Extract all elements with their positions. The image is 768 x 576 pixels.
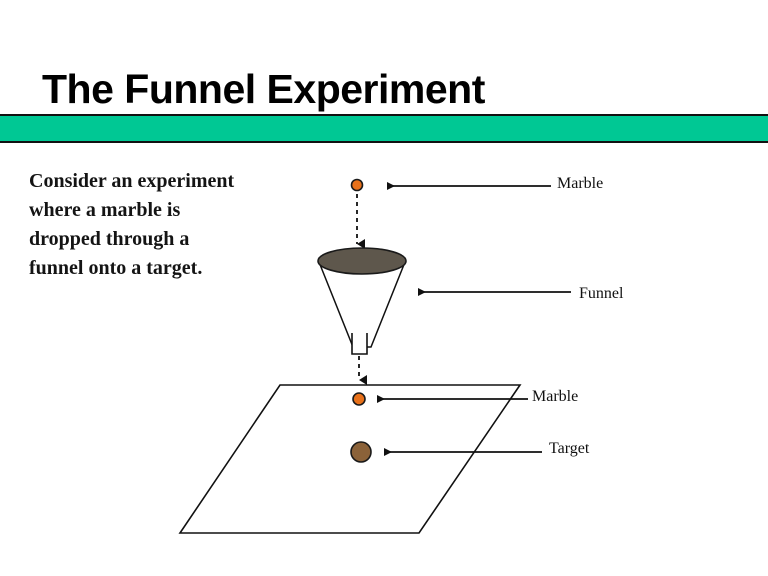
label-marble-top: Marble bbox=[557, 175, 604, 192]
target-surface bbox=[178, 384, 522, 534]
divider-bar bbox=[0, 114, 768, 143]
body-line: where a marble is bbox=[29, 199, 181, 221]
label-funnel: Funnel bbox=[579, 285, 624, 302]
body-line: funnel onto a target. bbox=[29, 257, 203, 279]
target-circle bbox=[350, 441, 372, 463]
funnel-mouth bbox=[317, 247, 407, 275]
body-paragraph: Consider an experiment where a marble is… bbox=[29, 167, 319, 283]
label-target: Target bbox=[549, 440, 590, 457]
page-title: The Funnel Experiment bbox=[42, 66, 485, 113]
funnel-stem bbox=[351, 333, 368, 355]
body-line: dropped through a bbox=[29, 228, 190, 250]
label-marble-table: Marble bbox=[532, 388, 579, 405]
body-line: Consider an experiment bbox=[29, 170, 235, 192]
marble-on-table bbox=[352, 392, 366, 406]
marble-dropped bbox=[350, 178, 364, 192]
